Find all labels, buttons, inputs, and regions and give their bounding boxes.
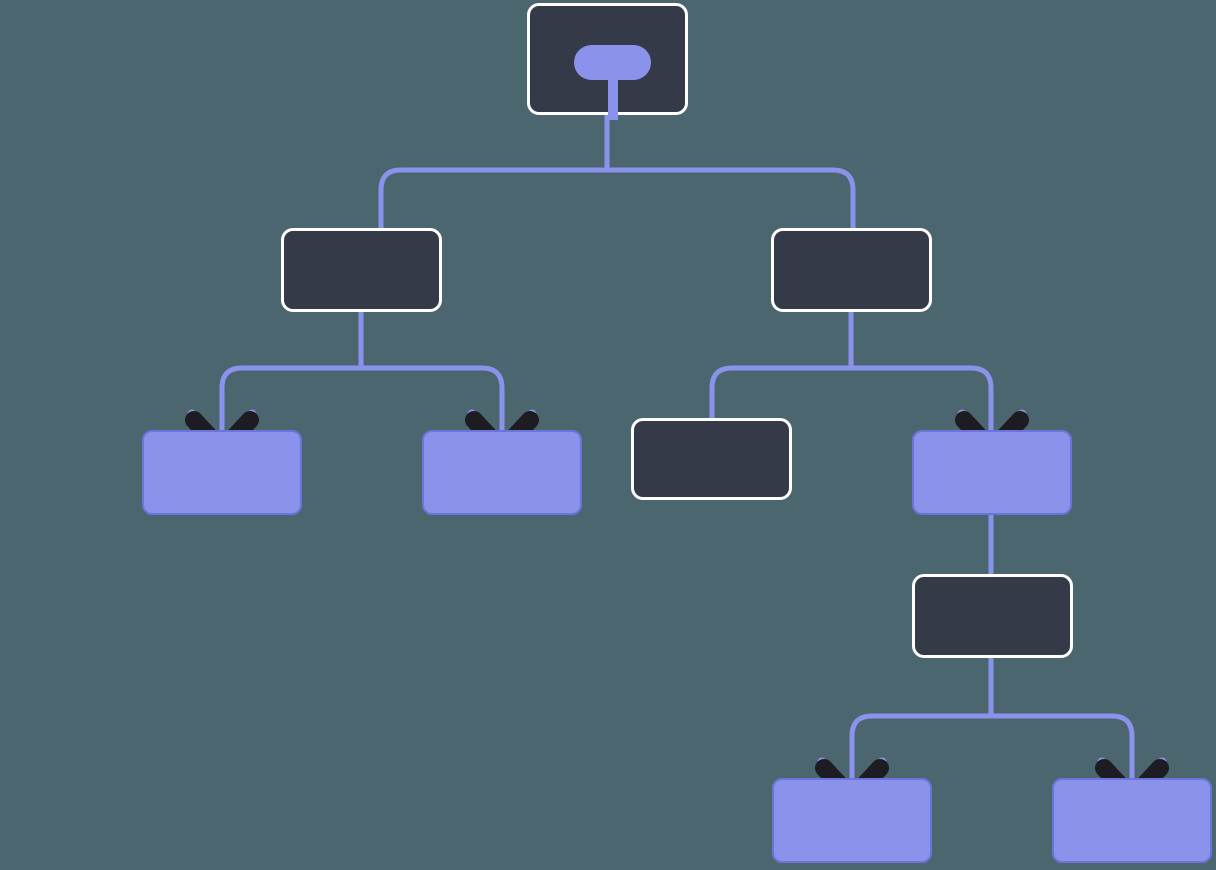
node-leaf-1[interactable] bbox=[142, 430, 302, 515]
node-leaf-3[interactable] bbox=[772, 778, 932, 863]
node-branch-right[interactable] bbox=[771, 228, 932, 312]
node-branch-left[interactable] bbox=[281, 228, 442, 312]
node-child-dark[interactable] bbox=[631, 418, 792, 500]
node-child-purple[interactable] bbox=[912, 430, 1072, 515]
node-root[interactable] bbox=[527, 3, 688, 120]
root-pill-icon bbox=[574, 45, 651, 80]
edge-branchleft-split bbox=[219, 312, 505, 440]
node-sub-branch[interactable] bbox=[912, 574, 1073, 658]
node-leaf-2[interactable] bbox=[422, 430, 582, 515]
edge-subbranch-split bbox=[849, 658, 1135, 788]
root-pill-stem-icon bbox=[607, 76, 618, 120]
edge-root-split bbox=[378, 112, 856, 230]
node-leaf-4[interactable] bbox=[1052, 778, 1212, 863]
